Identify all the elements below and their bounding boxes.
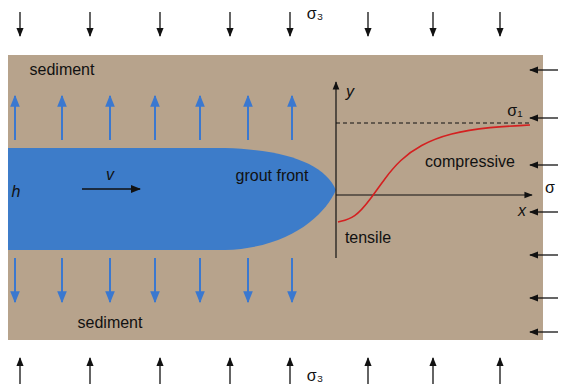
material-label: sediment xyxy=(30,61,95,79)
force-arrow xyxy=(291,258,293,302)
y-axis xyxy=(335,82,336,258)
axis-label: y xyxy=(346,83,354,101)
force-arrow xyxy=(367,12,368,36)
stress-label: σ xyxy=(545,179,555,197)
force-arrow xyxy=(291,96,293,140)
force-arrow xyxy=(367,358,368,384)
stress-curve xyxy=(338,125,530,222)
force-arrow xyxy=(14,258,16,302)
force-arrow xyxy=(109,258,111,302)
force-arrow xyxy=(229,12,230,36)
force-arrow xyxy=(530,69,558,70)
force-arrow xyxy=(530,331,558,332)
sediment-block xyxy=(8,55,543,340)
force-arrow xyxy=(154,96,156,140)
force-arrow xyxy=(247,258,249,302)
velocity-label: v xyxy=(106,166,114,184)
force-arrow xyxy=(530,297,558,298)
zone-label: compressive xyxy=(425,153,515,171)
stress-label: σ₁ xyxy=(507,102,522,120)
force-arrow xyxy=(154,258,156,302)
force-arrow xyxy=(109,96,111,140)
force-arrow xyxy=(432,12,433,36)
force-arrow xyxy=(229,358,230,384)
x-axis xyxy=(336,194,532,195)
stress-label: σ₃ xyxy=(307,367,323,385)
force-arrow xyxy=(499,358,500,384)
force-arrow xyxy=(14,96,16,140)
force-arrow xyxy=(89,358,90,384)
stress-arrows xyxy=(15,12,558,384)
force-arrow xyxy=(247,96,249,140)
force-arrow xyxy=(61,258,63,302)
force-arrow xyxy=(530,117,558,118)
stress-label: σ₃ xyxy=(307,5,323,23)
force-arrow xyxy=(159,12,160,36)
force-arrow xyxy=(530,211,558,212)
force-arrow xyxy=(61,96,63,140)
axis-label: x xyxy=(518,202,526,220)
sigma1-level xyxy=(336,123,532,124)
force-arrow xyxy=(432,358,433,384)
force-arrow xyxy=(530,254,558,255)
force-arrow xyxy=(159,358,160,384)
grout-body xyxy=(8,148,336,250)
thickness-label: h xyxy=(12,183,21,201)
force-arrow xyxy=(89,12,90,36)
force-arrow xyxy=(19,358,20,384)
force-arrow xyxy=(289,358,290,384)
force-arrow xyxy=(19,12,20,36)
front-label: grout front xyxy=(236,167,309,185)
velocity-arrow xyxy=(82,188,140,190)
force-arrow xyxy=(530,164,558,165)
force-arrow xyxy=(199,96,201,140)
material-label: sediment xyxy=(78,314,143,332)
force-arrow xyxy=(499,12,500,36)
zone-label: tensile xyxy=(345,229,391,247)
force-arrow xyxy=(199,258,201,302)
force-arrow xyxy=(289,12,290,36)
